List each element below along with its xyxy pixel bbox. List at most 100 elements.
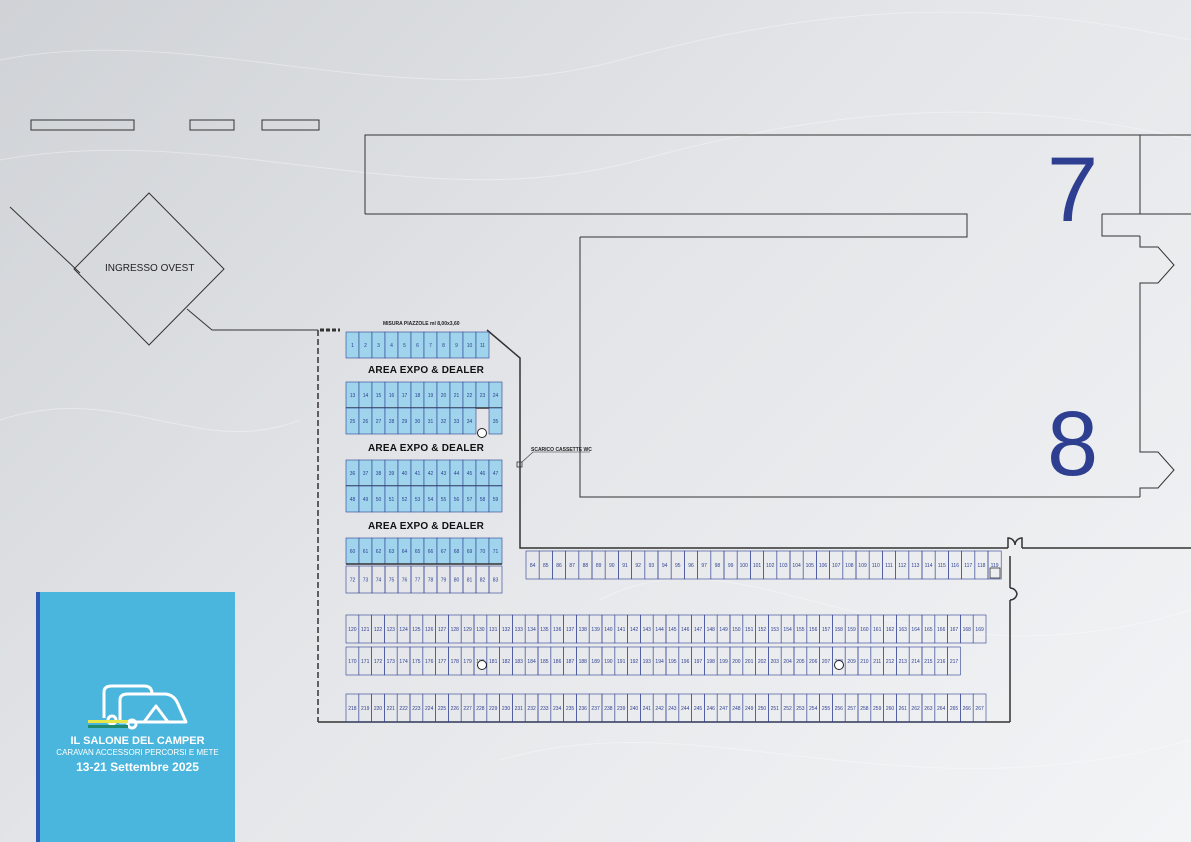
pitch-number: 103 [779, 563, 788, 569]
camper-logo-icon [88, 684, 188, 730]
pitch-number: 265 [950, 706, 959, 712]
pitch-number: 41 [415, 471, 421, 477]
pitch-slot[interactable] [972, 693, 987, 723]
pitch-number: 19 [428, 393, 434, 399]
pitch-number: 168 [963, 627, 972, 633]
pitch-number: 182 [502, 659, 511, 665]
pitch-number: 230 [502, 706, 511, 712]
pitch-number: 191 [617, 659, 626, 665]
pitch-number: 223 [412, 706, 421, 712]
pitch-number: 187 [566, 659, 575, 665]
wc-discharge-marker[interactable] [516, 451, 590, 468]
pitch-number: 248 [732, 706, 741, 712]
pitch-number: 242 [655, 706, 664, 712]
hall-7-walls [364, 134, 1191, 238]
pitch-number: 192 [630, 659, 639, 665]
pitch-number: 237 [591, 706, 600, 712]
pitch-slot[interactable] [488, 485, 503, 513]
pitch-number: 67 [441, 549, 447, 555]
pitch-number: 244 [681, 706, 690, 712]
pitch-number: 157 [822, 627, 831, 633]
pitch-number: 152 [758, 627, 767, 633]
pitch-number: 3 [377, 343, 380, 349]
pitch-slot[interactable] [488, 565, 503, 594]
pitch-number: 43 [441, 471, 447, 477]
pitch-number: 115 [938, 563, 946, 569]
entrance-structure [9, 192, 318, 346]
pitch-number: 36 [350, 471, 356, 477]
pitch-number: 59 [493, 497, 499, 503]
pitch-number: 62 [376, 549, 382, 555]
pitch-number: 39 [389, 471, 395, 477]
pitch-number: 65 [415, 549, 421, 555]
pitch-number: 94 [662, 563, 668, 569]
pitch-slot[interactable] [972, 614, 987, 644]
pitch-number: 172 [374, 659, 383, 665]
pitch-number: 256 [835, 706, 844, 712]
pitch-number: 96 [688, 563, 694, 569]
pitch-number: 166 [937, 627, 946, 633]
water-point-icon [834, 660, 844, 670]
pitch-number: 113 [911, 563, 919, 569]
pitch-number: 134 [527, 627, 536, 633]
entrance-diamond[interactable] [73, 192, 225, 346]
pitch-number: 87 [569, 563, 575, 569]
pitch-number: 82 [480, 578, 486, 584]
pitch-number: 30 [415, 419, 421, 425]
pitch-number: 64 [402, 549, 408, 555]
pitch-number: 171 [361, 659, 370, 665]
pitch-number: 209 [847, 659, 856, 665]
pitch-number: 176 [425, 659, 434, 665]
pitch-number: 246 [707, 706, 716, 712]
pitch-number: 253 [796, 706, 805, 712]
pitch-number: 249 [745, 706, 754, 712]
background-contours [0, 11, 1191, 769]
pitch-number: 77 [415, 578, 421, 584]
pitch-number: 8 [442, 343, 445, 349]
pitch-number: 233 [540, 706, 549, 712]
pitch-number: 189 [591, 659, 600, 665]
pitch-number: 17 [402, 393, 408, 399]
pitch-number: 90 [609, 563, 615, 569]
pitch-slot[interactable] [475, 331, 490, 359]
pitch-number: 72 [350, 578, 356, 584]
pitch-number: 229 [489, 706, 498, 712]
pitch-slot[interactable] [462, 407, 477, 435]
pitch-number: 241 [643, 706, 652, 712]
pitch-number: 163 [899, 627, 908, 633]
pitch-number: 100 [740, 563, 749, 569]
water-point-icon [477, 428, 487, 438]
pitch-number: 254 [809, 706, 818, 712]
pitch-number: 126 [425, 627, 434, 633]
pitch-number: 197 [694, 659, 703, 665]
pitch-number: 78 [428, 578, 434, 584]
pitch-number: 226 [451, 706, 460, 712]
pitch-number: 158 [835, 627, 844, 633]
pitch-number: 250 [758, 706, 767, 712]
pitch-slot[interactable] [488, 407, 503, 435]
pitch-number: 236 [579, 706, 588, 712]
pitch-number: 131 [489, 627, 498, 633]
pitch-number: 116 [951, 563, 959, 569]
pitch-number: 243 [668, 706, 677, 712]
pitch-number: 251 [771, 706, 780, 712]
pitch-number: 20 [441, 393, 447, 399]
pitch-number: 81 [467, 578, 473, 584]
pitch-number: 184 [527, 659, 536, 665]
pitch-number: 212 [886, 659, 895, 665]
pitch-number: 218 [348, 706, 357, 712]
pitch-slot[interactable] [947, 646, 961, 676]
pitch-number: 74 [376, 578, 382, 584]
pitch-number: 33 [454, 419, 460, 425]
pitch-number: 60 [350, 549, 356, 555]
pitch-number: 106 [819, 563, 828, 569]
pitch-number: 205 [796, 659, 805, 665]
pitch-number: 195 [668, 659, 677, 665]
pitch-slot[interactable] [987, 550, 1002, 580]
pitch-number: 190 [604, 659, 613, 665]
area-title-1: AREA EXPO & DEALER [368, 365, 485, 376]
pitch-number: 24 [493, 393, 499, 399]
water-point-icon [477, 660, 487, 670]
